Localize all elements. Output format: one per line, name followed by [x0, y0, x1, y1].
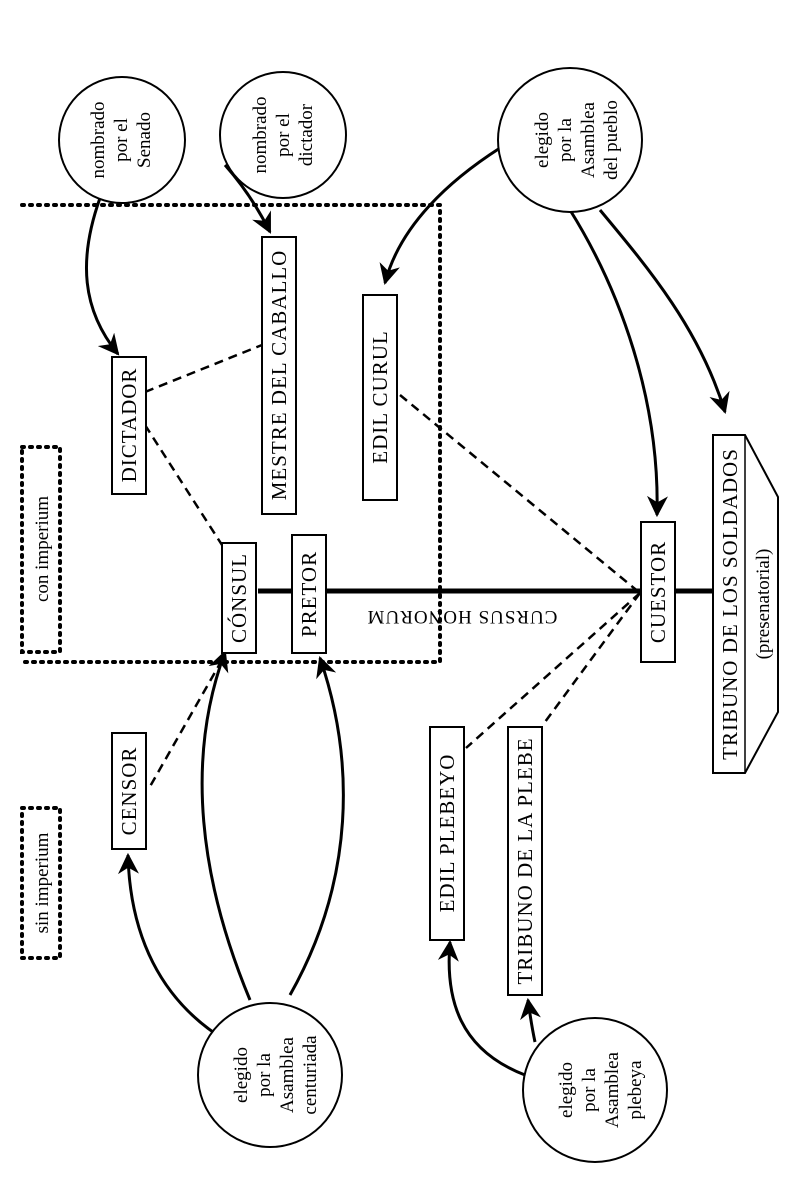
elector-dictador-line-1: nombrado: [250, 96, 271, 173]
elector-pueblo-line-2: por la: [555, 118, 576, 162]
cursus-honorum-label: CURSUS HONORUM: [367, 606, 558, 627]
elector-senado-line-1: nombrado: [88, 101, 109, 178]
office-pretor: PRETOR: [291, 534, 327, 654]
office-tribuno-plebe: TRIBUNO DE LA PLEBE: [507, 726, 543, 996]
elector-asamblea-plebeya: elegido por la Asamblea plebeya: [522, 1017, 668, 1163]
office-edil-plebeyo: EDIL PLEBEYO: [429, 726, 465, 941]
consul-censor-link: [146, 659, 224, 791]
pueblo-to-cuestor-arrow: [568, 209, 668, 518]
dictador-consul-link: [143, 424, 224, 546]
dictador-mestre-link: [144, 343, 263, 394]
office-cuestor-label: CUESTOR: [646, 541, 670, 643]
office-edil-curul: EDIL CURUL: [362, 294, 398, 501]
office-tribuno-soldados: TRIBUNO DE LOS SOLDADOS (presenatorial): [712, 434, 779, 774]
elector-plebeya-line-4: plebeya: [625, 1060, 646, 1120]
elector-plebeya-line-2: por la: [579, 1068, 600, 1112]
centuriada-to-censor-arrow: [117, 852, 226, 1042]
centuriada-to-pretor-arrow: [288, 656, 345, 996]
office-dictador-label: DICTADOR: [117, 368, 141, 483]
office-mestre-del-caballo: MESTRE DEL CABALLO: [261, 236, 297, 515]
office-censor-label: CENSOR: [117, 747, 141, 836]
election-arrows: [85, 146, 730, 1077]
dashed-relations: [143, 343, 642, 791]
senado-to-dictador-arrow: [85, 197, 120, 356]
elector-pueblo-line-4: del pueblo: [601, 100, 622, 180]
legend-con-imperium: con imperium: [20, 445, 62, 654]
centuriada-to-consul-arrow: [200, 650, 252, 1001]
office-mestre-label: MESTRE DEL CABALLO: [267, 250, 291, 501]
plebeya-to-edilplebeyo-arrow: [437, 939, 526, 1077]
elector-plebeya-line-3: Asamblea: [602, 1051, 623, 1128]
elector-dictador-line-3: dictador: [296, 103, 317, 166]
legend-sin-imperium-label: sin imperium: [32, 832, 53, 933]
office-consul: CÓNSUL: [221, 542, 257, 654]
cuestor-edilplebeyo-link: [465, 592, 641, 749]
elector-centuriada-line-3: Asamblea: [277, 1036, 298, 1113]
office-edil-plebeyo-label: EDIL PLEBEYO: [435, 754, 459, 913]
office-censor: CENSOR: [111, 732, 147, 850]
elector-plebeya-line-1: elegido: [556, 1062, 577, 1118]
elector-dictador-line-2: por el: [273, 113, 294, 157]
elector-pueblo-line-1: elegido: [532, 112, 553, 168]
office-edil-curul-label: EDIL CURUL: [368, 330, 392, 463]
cuestor-tribunoplebe-link: [543, 592, 642, 723]
legend-sin-imperium: sin imperium: [20, 806, 62, 960]
elector-senado-line-3: Senado: [134, 112, 155, 168]
elector-asamblea-pueblo: elegido por la Asamblea del pueblo: [497, 67, 643, 213]
plebeya-to-tribunoplebe-arrow: [520, 997, 541, 1043]
office-tribuno-soldados-label: TRIBUNO DE LOS SOLDADOS: [718, 448, 742, 760]
pueblo-to-edilcurul-arrow: [379, 146, 501, 286]
dictador-to-mestre-arrow: [223, 164, 272, 234]
elector-senado-line-2: por el: [111, 118, 132, 162]
elector-centuriada-line-2: por la: [254, 1053, 275, 1097]
imperium-region: [20, 203, 442, 664]
legend-con-imperium-label: con imperium: [32, 496, 53, 602]
elector-senado: nombrado por el Senado: [58, 76, 186, 204]
office-tribuno-plebe-label: TRIBUNO DE LA PLEBE: [513, 737, 537, 984]
edilcurul-cuestor-link: [399, 394, 641, 594]
elector-centuriada-line-1: elegido: [231, 1047, 252, 1103]
elector-centuriada-line-4: centuriada: [300, 1035, 321, 1115]
office-tribuno-soldados-sublabel: (presenatorial): [753, 549, 774, 660]
elector-pueblo-line-3: Asamblea: [578, 101, 599, 178]
elector-dictador: nombrado por el dictador: [219, 71, 347, 199]
elector-asamblea-centuriada: elegido por la Asamblea centuriada: [197, 1002, 343, 1148]
office-dictador: DICTADOR: [111, 356, 147, 495]
office-pretor-label: PRETOR: [297, 551, 321, 637]
pueblo-to-tribunosoldados-arrow: [598, 209, 730, 415]
office-consul-label: CÓNSUL: [227, 553, 251, 643]
office-cuestor: CUESTOR: [640, 521, 676, 663]
